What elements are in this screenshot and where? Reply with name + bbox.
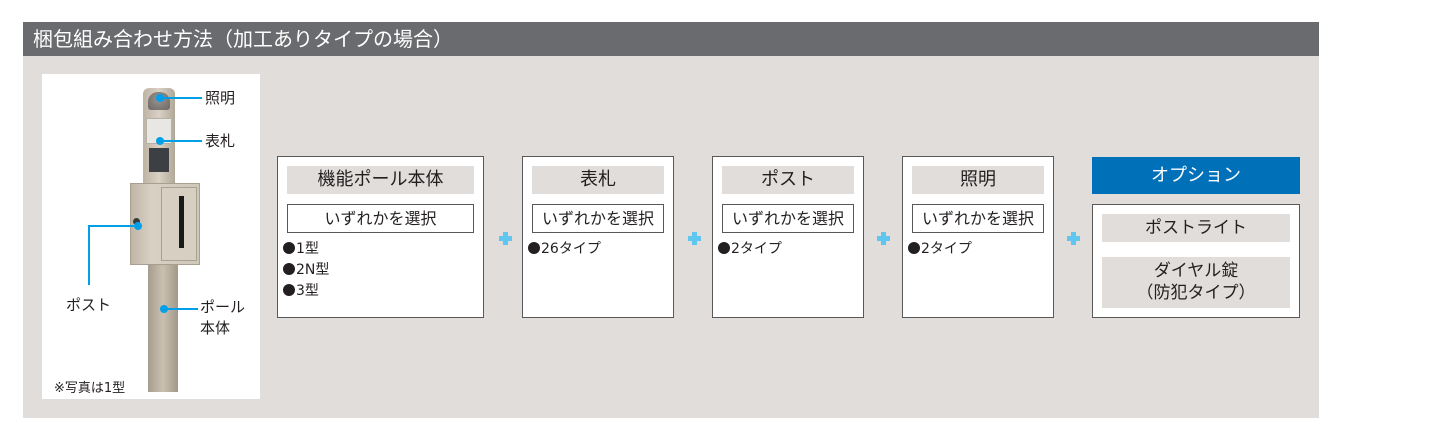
plus-icon — [499, 232, 512, 245]
callout-label-light: 照明 — [205, 89, 236, 107]
plus-icon — [877, 232, 890, 245]
card-options-list: 1型 2N型 3型 — [283, 239, 329, 302]
card-select-label: いずれかを選択 — [722, 204, 854, 233]
card-title: 機能ポール本体 — [287, 166, 474, 194]
postbox-slot — [179, 196, 184, 248]
plus-icon — [688, 232, 701, 245]
callout-label-post: ポスト — [66, 296, 112, 314]
option-dial-lock-line1: ダイヤル錠 — [1153, 261, 1239, 281]
list-item: 3型 — [283, 281, 329, 302]
filled-circle-icon — [283, 242, 295, 254]
pole-lower-image — [148, 265, 178, 392]
card-title: 表札 — [532, 166, 664, 194]
filled-circle-icon — [283, 263, 295, 275]
callout-label-pole-line1: ポール — [200, 298, 246, 316]
card-options-list: 2タイプ — [718, 239, 782, 260]
card-select-label: いずれかを選択 — [287, 204, 474, 233]
list-item: 26タイプ — [528, 239, 601, 260]
card-title: ポスト — [722, 166, 854, 194]
list-item: 2タイプ — [718, 239, 782, 260]
card-title: 照明 — [912, 166, 1044, 194]
filled-circle-icon — [908, 242, 920, 254]
callout-dot-post — [134, 222, 142, 230]
product-photo — [42, 74, 260, 399]
postbox-door — [161, 187, 197, 261]
option-dial-lock: ダイヤル錠 （防犯タイプ） — [1102, 257, 1290, 308]
filled-circle-icon — [283, 284, 295, 296]
card-nameplate: 表札 いずれかを選択 26タイプ — [522, 156, 674, 318]
filled-circle-icon — [718, 242, 730, 254]
list-item: 1型 — [283, 239, 329, 260]
card-select-label: いずれかを選択 — [532, 204, 664, 233]
option-post-light: ポストライト — [1102, 214, 1290, 242]
filled-circle-icon — [528, 242, 540, 254]
card-post: ポスト いずれかを選択 2タイプ — [712, 156, 864, 318]
option-dial-lock-line2: （防犯タイプ） — [1136, 283, 1256, 303]
photo-note: ※写真は1型 — [54, 381, 126, 396]
callout-label-nameplate: 表札 — [205, 132, 236, 150]
options-box: ポストライト ダイヤル錠 （防犯タイプ） — [1092, 204, 1300, 318]
callout-line-post-v — [88, 225, 90, 285]
callout-line-post-h — [88, 225, 136, 227]
list-item: 2タイプ — [908, 239, 972, 260]
card-light: 照明 いずれかを選択 2タイプ — [902, 156, 1054, 318]
list-item: 2N型 — [283, 260, 329, 281]
section-header: 梱包組み合わせ方法（加工ありタイプの場合） — [23, 22, 1319, 56]
callout-line-nameplate — [160, 140, 202, 142]
section-title: 梱包組み合わせ方法（加工ありタイプの場合） — [33, 27, 453, 51]
card-select-label: いずれかを選択 — [912, 204, 1044, 233]
plus-icon — [1067, 232, 1080, 245]
callout-label-pole-line2: 本体 — [200, 319, 231, 337]
intercom-image — [149, 148, 169, 172]
card-options-list: 2タイプ — [908, 239, 972, 260]
postbox-knob — [133, 218, 140, 225]
card-options-list: 26タイプ — [528, 239, 601, 260]
callout-line-pole — [164, 308, 198, 310]
options-header: オプション — [1092, 157, 1300, 194]
callout-line-light — [160, 97, 202, 99]
card-pole-body: 機能ポール本体 いずれかを選択 1型 2N型 3型 — [277, 156, 484, 318]
